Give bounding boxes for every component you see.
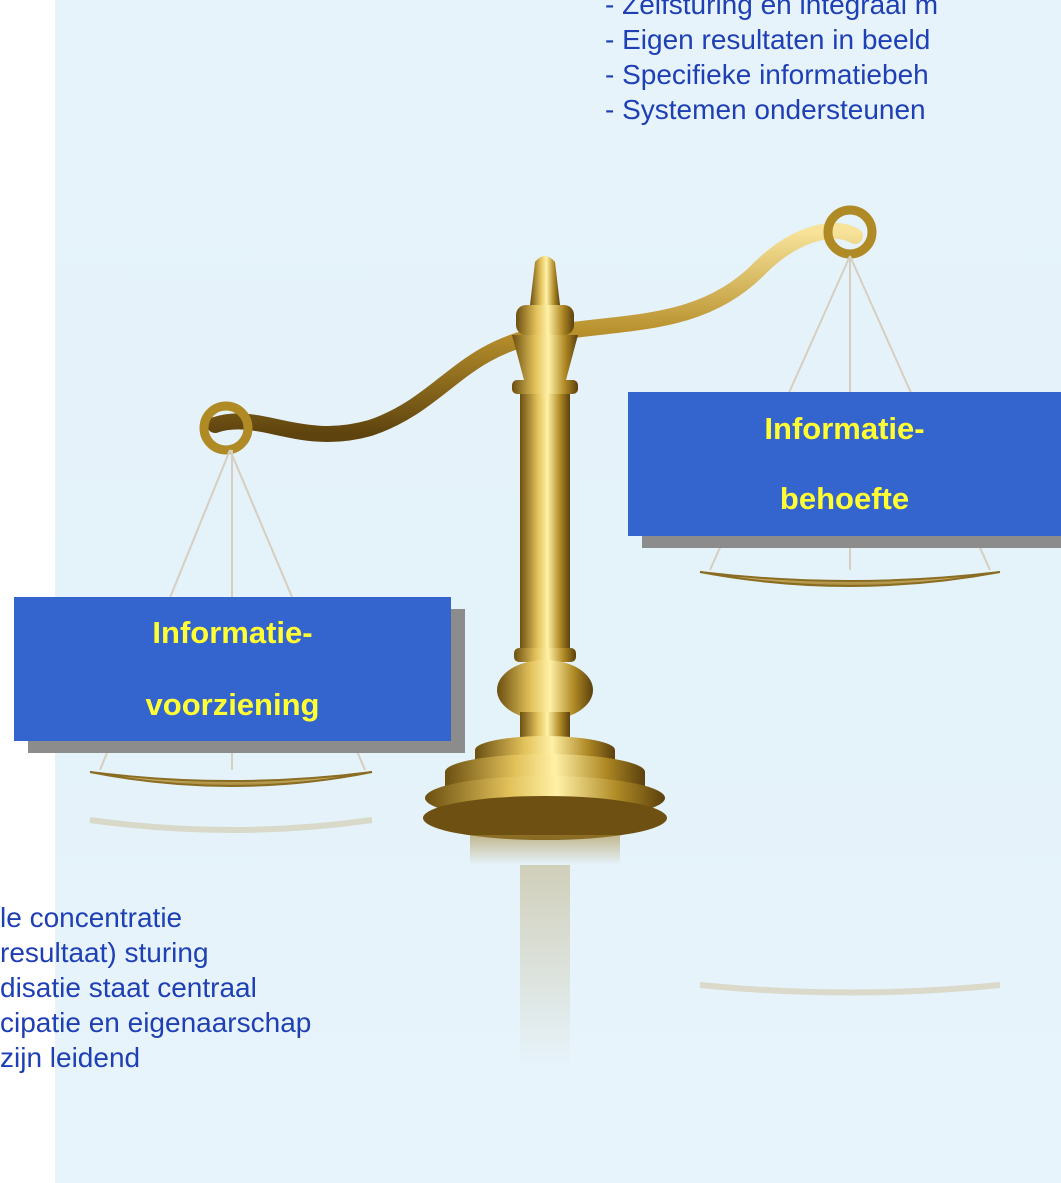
box-line: voorziening [145, 687, 320, 722]
box-line: Informatie- [764, 411, 925, 446]
box-line: Informatie- [152, 615, 313, 650]
list-item: resultaat) sturing [0, 937, 209, 968]
list-item: - Systemen ondersteunen [605, 94, 926, 125]
list-item: disatie staat centraal [0, 972, 257, 1003]
list-item: - Specifieke informatiebeh [605, 59, 929, 90]
information-supply-box: Informatie- voorziening [14, 597, 451, 741]
box-line: behoefte [779, 481, 910, 516]
top-bullet-list: - Zelfsturing en integraal m - Eigen res… [605, 0, 938, 127]
list-item: zijn leidend [0, 1042, 141, 1073]
list-item: cipatie en eigenaarschap [0, 1007, 312, 1038]
list-item: - Eigen resultaten in beeld [605, 24, 931, 55]
bottom-bullet-list: le concentratie resultaat) sturing disat… [0, 900, 311, 1075]
list-item: - Zelfsturing en integraal m [605, 0, 939, 20]
list-item: le concentratie [0, 902, 183, 933]
information-need-box: Informatie- behoefte [628, 392, 1061, 536]
